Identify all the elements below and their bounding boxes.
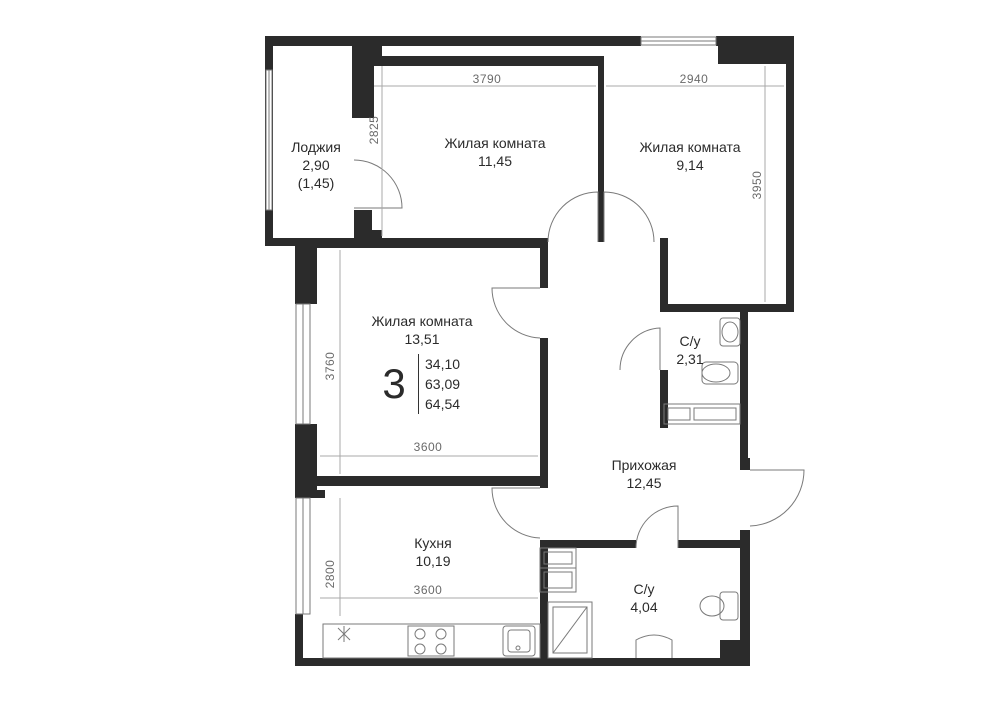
room-name: Жилая комната <box>639 139 741 155</box>
room-area: 2,31 <box>676 351 704 367</box>
doors <box>353 159 805 549</box>
summary-divider <box>418 354 419 414</box>
dimension-label: 2825 <box>367 115 381 145</box>
room-area: 4,04 <box>630 599 658 615</box>
room-area-reduced: (1,45) <box>297 175 335 191</box>
dimension-label: 2940 <box>679 72 709 86</box>
dimension-label: 3600 <box>413 583 443 597</box>
room-loggia: Лоджия 2,90 (1,45) <box>291 138 341 192</box>
dimension-label: 3600 <box>413 440 443 454</box>
rooms-count: 3 <box>382 360 406 407</box>
dimension-lines <box>320 66 784 616</box>
room-area: 13,51 <box>404 331 440 347</box>
room-bathroom-2: С/у 4,04 <box>630 580 657 616</box>
total-area: 63,09 <box>425 376 461 392</box>
fixtures <box>322 317 741 659</box>
room-bathroom-1: С/у 2,31 <box>676 332 703 368</box>
room-hall: Прихожая 12,45 <box>612 456 677 492</box>
dimension-label: 3760 <box>323 351 337 381</box>
room-name: Жилая комната <box>371 313 473 329</box>
room-area: 12,45 <box>626 475 662 491</box>
walls <box>265 36 794 666</box>
room-name: Жилая комната <box>444 135 546 151</box>
room-living-1: Жилая комната 11,45 <box>444 134 545 170</box>
room-name: Кухня <box>414 535 452 551</box>
dimension-label: 3790 <box>472 72 502 86</box>
room-name: Прихожая <box>611 457 677 473</box>
room-living-3: Жилая комната 13,51 <box>371 312 472 348</box>
room-kitchen: Кухня 10,19 <box>414 534 451 570</box>
room-name: С/у <box>633 581 655 597</box>
room-area: 9,14 <box>676 157 704 173</box>
summary-areas: 34,10 63,09 64,54 <box>425 354 460 414</box>
room-area: 10,19 <box>415 553 451 569</box>
room-area: 11,45 <box>478 153 512 169</box>
room-name: С/у <box>679 333 701 349</box>
living-area: 34,10 <box>425 356 461 372</box>
dimension-label: 3950 <box>750 170 764 200</box>
total-with-loggia: 64,54 <box>425 396 461 412</box>
windows <box>265 36 717 615</box>
apartment-summary: 3 34,10 63,09 64,54 <box>370 354 480 414</box>
dimension-label: 2800 <box>323 559 337 589</box>
window-lines <box>268 40 716 614</box>
room-living-2: Жилая комната 9,14 <box>639 138 740 174</box>
room-name: Лоджия <box>291 139 341 155</box>
room-area: 2,90 <box>302 157 330 173</box>
